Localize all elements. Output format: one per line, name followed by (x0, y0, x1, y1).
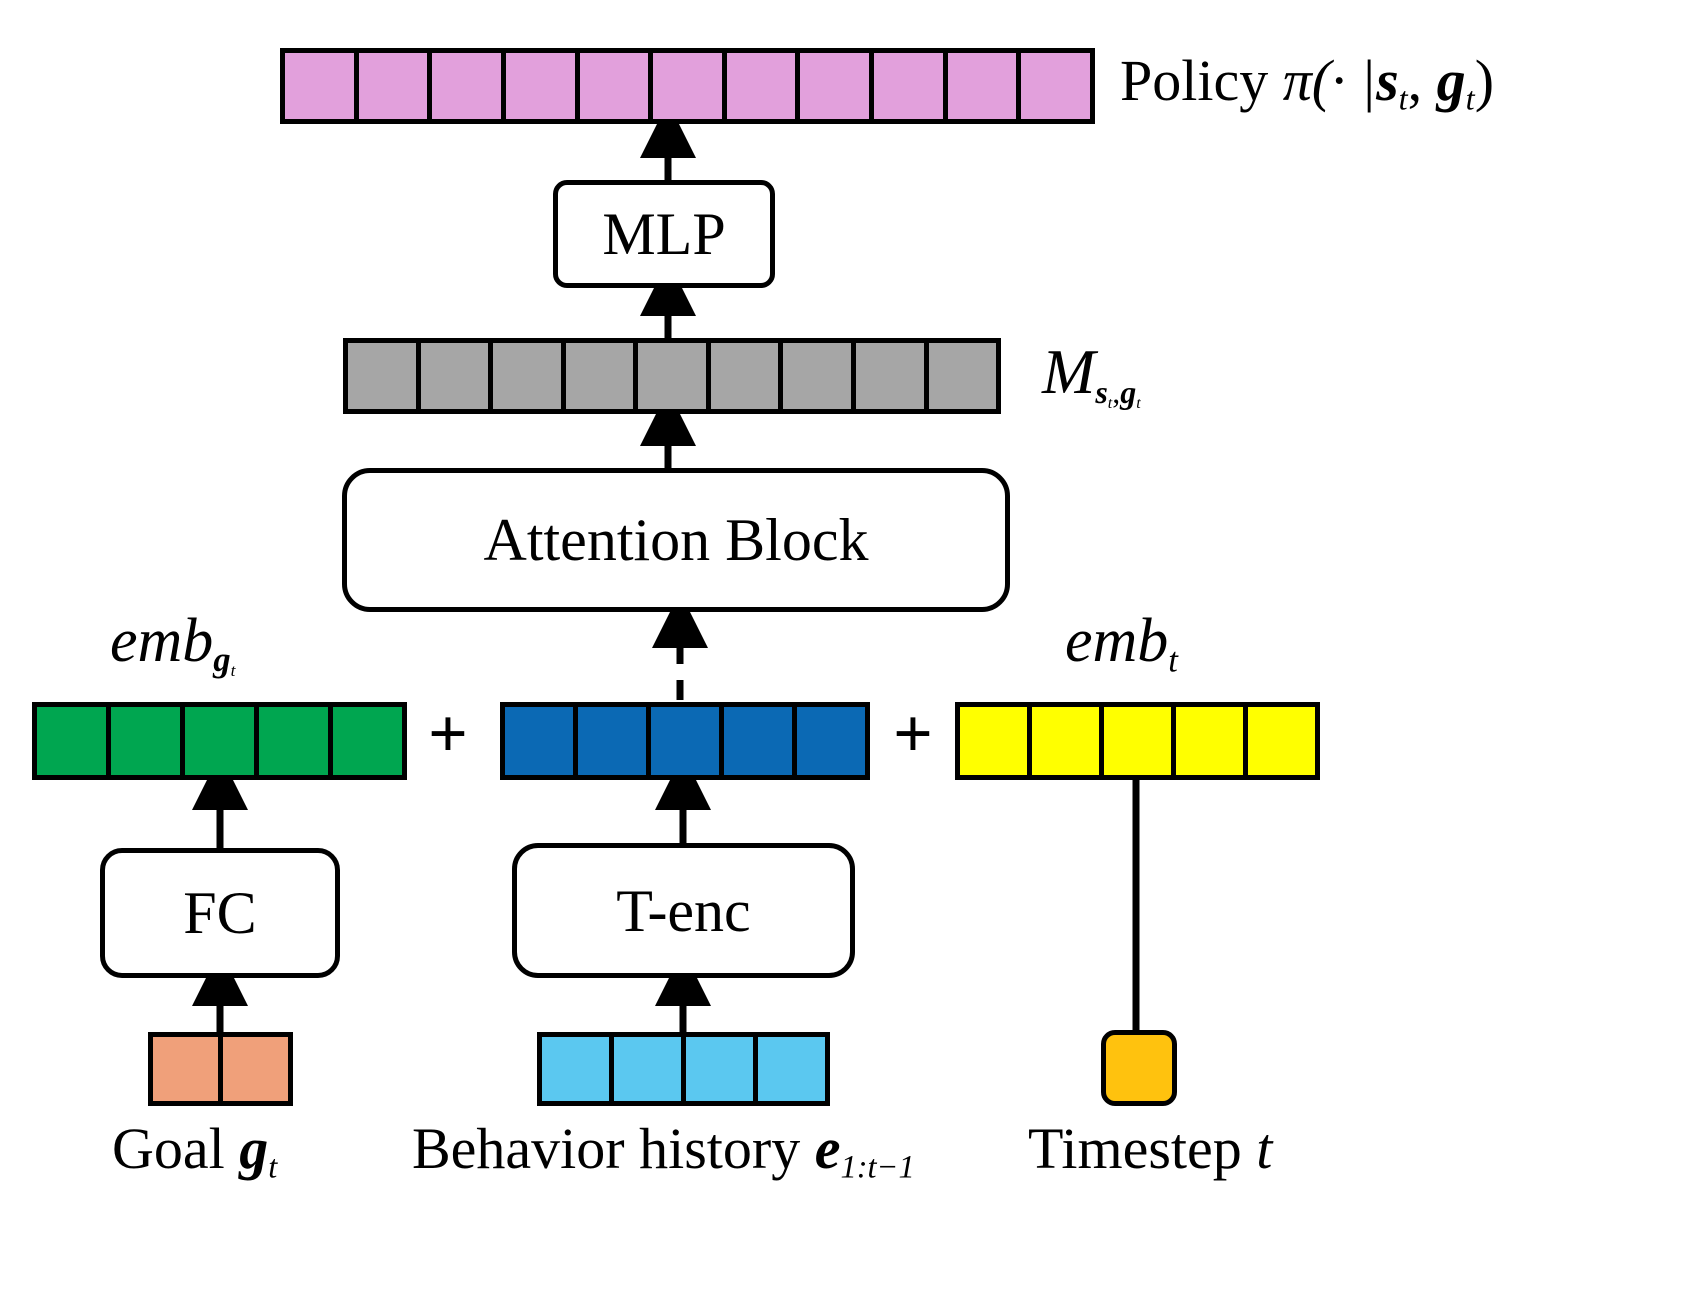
policy-cell (579, 53, 654, 119)
time-embedding-cell (1104, 707, 1176, 775)
goal-embedding-cell (185, 707, 259, 775)
policy-label-state: s (1376, 48, 1399, 113)
mlp-block-label: MLP (602, 201, 726, 267)
goal-embedding-cell (259, 707, 333, 775)
history-token-cell (542, 1037, 614, 1101)
policy-label-prefix: Policy (1120, 48, 1283, 113)
goal-token-cell (223, 1037, 288, 1101)
memory-cell (420, 343, 494, 409)
time-embedding-cell (1248, 707, 1315, 775)
policy-cell (432, 53, 506, 119)
policy-label-close: ) (1474, 48, 1495, 113)
history-embedding-row (500, 702, 870, 780)
history-embedding-cell (724, 707, 797, 775)
goal-embedding-label: embgt (110, 610, 235, 680)
timestep-token (1101, 1030, 1177, 1106)
policy-label-comma: , (1407, 48, 1437, 113)
memory-label-sub-st: t (1107, 394, 1113, 412)
time-embedding-label: embt (1065, 610, 1178, 678)
history-token-cell (614, 1037, 686, 1101)
history-caption-sub: 1:t−1 (840, 1149, 915, 1186)
timestep-caption: Timestep t (1028, 1120, 1272, 1178)
time-embedding-label-main: emb (1065, 607, 1169, 675)
memory-cell (710, 343, 784, 409)
policy-row (280, 48, 1095, 124)
policy-cell (653, 53, 727, 119)
memory-label-sub-gt: t (1136, 394, 1141, 412)
plus-right-glyph: + (893, 696, 933, 773)
policy-label-pi: π(· | (1282, 48, 1377, 113)
timestep-caption-symbol: t (1256, 1116, 1273, 1181)
goal-embedding-cell (333, 707, 402, 775)
history-embedding-cell (505, 707, 578, 775)
policy-cell (358, 53, 433, 119)
memory-label-sub: st,gt (1095, 373, 1141, 412)
tenc-block-label: T-enc (616, 877, 751, 944)
memory-label-sub-comma: , (1112, 373, 1121, 410)
goal-token-row (148, 1032, 293, 1106)
history-token-row (537, 1032, 830, 1106)
goal-embedding-label-sub-t: t (230, 661, 236, 681)
goal-caption-text: Goal (112, 1116, 240, 1181)
goal-caption: Goal gt (112, 1120, 277, 1184)
memory-cell (565, 343, 639, 409)
mlp-block[interactable]: MLP (553, 180, 775, 288)
history-embedding-cell (651, 707, 724, 775)
goal-caption-symbol: g (239, 1116, 269, 1181)
policy-label-goal-sub: t (1465, 81, 1475, 118)
time-embedding-cell (1032, 707, 1104, 775)
plus-left-glyph: + (428, 696, 468, 773)
plus-left: + (428, 700, 468, 770)
history-token-cell (758, 1037, 825, 1101)
memory-label: Mst,gt (1042, 340, 1141, 411)
goal-embedding-row (32, 702, 407, 780)
time-embedding-cell (1176, 707, 1248, 775)
policy-cell (800, 53, 875, 119)
plus-right: + (893, 700, 933, 770)
history-caption-symbol: e (814, 1116, 841, 1181)
policy-label-state-sub: t (1398, 81, 1408, 118)
goal-embedding-label-main: emb (110, 607, 214, 675)
memory-cell (493, 343, 566, 409)
policy-cell (726, 53, 801, 119)
memory-cell (348, 343, 421, 409)
memory-label-sub-s: s (1095, 373, 1108, 410)
attention-block-label: Attention Block (483, 507, 869, 573)
history-caption: Behavior history e1:t−1 (412, 1120, 915, 1184)
memory-cell (638, 343, 711, 409)
memory-cell (783, 343, 856, 409)
policy-label: Policy π(· |st, gt) (1120, 52, 1494, 116)
time-embedding-label-sub: t (1168, 640, 1178, 680)
memory-row (343, 338, 1001, 414)
policy-cell (285, 53, 359, 119)
policy-label-goal: g (1436, 48, 1466, 113)
memory-label-M: M (1042, 336, 1096, 407)
history-caption-text: Behavior history (412, 1116, 815, 1181)
attention-block[interactable]: Attention Block (342, 468, 1010, 612)
history-embedding-cell (578, 707, 651, 775)
goal-token-cell (153, 1037, 223, 1101)
policy-cell (505, 53, 580, 119)
time-embedding-cell (960, 707, 1032, 775)
goal-embedding-label-sub-g: g (213, 640, 231, 680)
history-embedding-cell (797, 707, 865, 775)
memory-label-sub-g: g (1120, 373, 1137, 410)
fc-block[interactable]: FC (100, 848, 340, 978)
policy-cell (947, 53, 1022, 119)
fc-block-label: FC (183, 880, 257, 946)
policy-cell (874, 53, 948, 119)
goal-caption-sub: t (268, 1149, 278, 1186)
tenc-block[interactable]: T-enc (512, 843, 855, 978)
time-embedding-row (955, 702, 1320, 780)
memory-cell (855, 343, 929, 409)
memory-cell (928, 343, 997, 409)
goal-embedding-label-sub: gt (213, 640, 236, 681)
goal-embedding-cell (111, 707, 185, 775)
timestep-caption-text: Timestep (1028, 1116, 1257, 1181)
goal-embedding-cell (37, 707, 111, 775)
policy-cell (1021, 53, 1091, 119)
history-token-cell (686, 1037, 758, 1101)
